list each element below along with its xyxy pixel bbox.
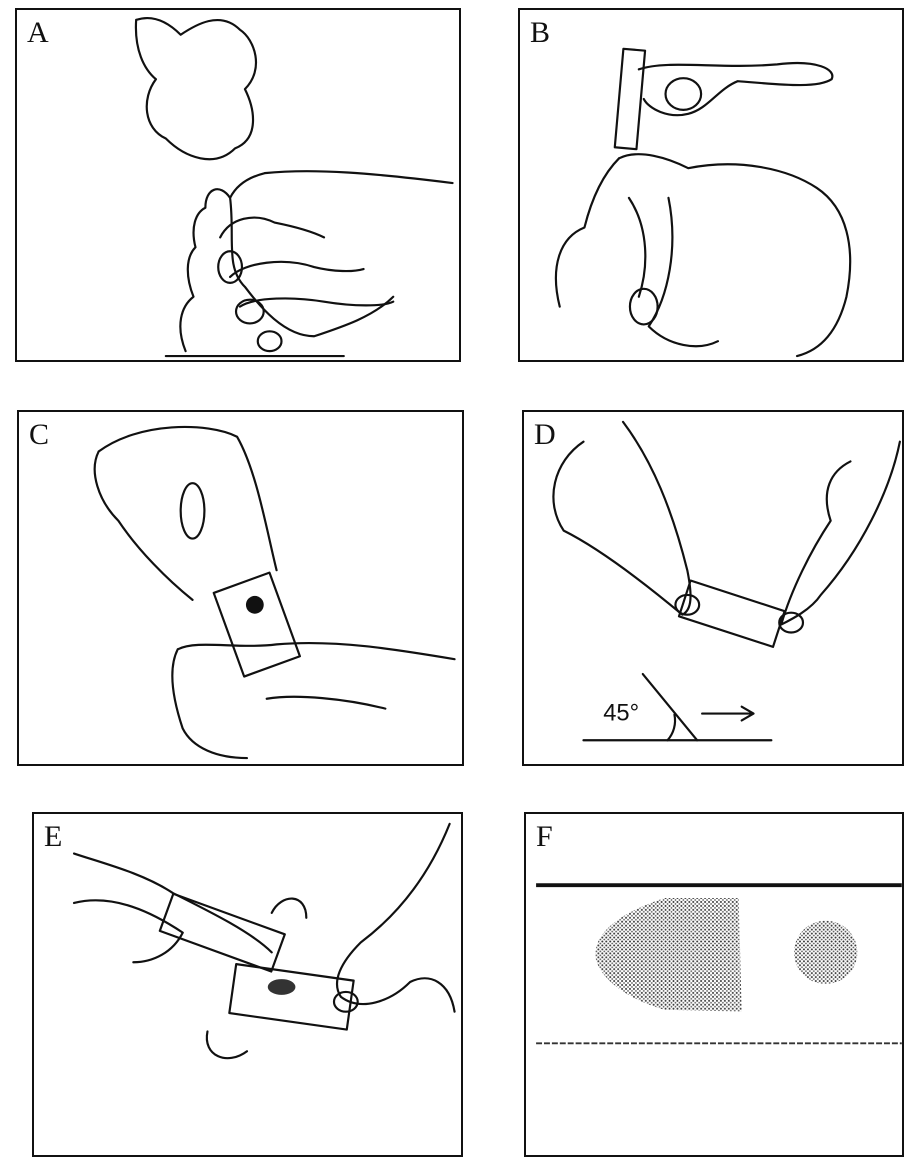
angle-line <box>643 674 697 740</box>
upper-hand <box>95 427 277 600</box>
corner-slide <box>160 894 285 972</box>
thick-smear <box>794 921 857 984</box>
lancet <box>615 49 645 149</box>
smear-spreading-illustration: 45° <box>524 412 902 764</box>
blood-drop-on-slide-illustration <box>19 412 462 764</box>
fingernail-1 <box>218 251 242 283</box>
blood-spot <box>268 979 296 995</box>
upper-hand <box>639 63 833 115</box>
finished-smears-illustration <box>526 814 902 1155</box>
panel-d: D 45° <box>522 410 904 766</box>
angle-label: 45° <box>603 700 639 726</box>
panel-f: F <box>524 812 904 1157</box>
lower-fingernail <box>630 289 658 325</box>
glass-slide <box>214 573 300 677</box>
lower-hand <box>172 643 454 758</box>
rotation-arrow-bottom <box>207 1031 247 1058</box>
lower-hand <box>619 154 850 356</box>
blood-drop <box>246 596 264 614</box>
direction-arrow <box>702 707 753 721</box>
panel-c: C <box>17 410 464 766</box>
hand-with-cotton-swab-illustration <box>17 10 459 360</box>
finger-2 <box>230 262 363 277</box>
angle-arc <box>668 715 676 741</box>
panel-e: E <box>32 812 463 1157</box>
rotation-arrow-top <box>272 899 307 918</box>
cotton-ball <box>136 18 256 159</box>
fingernail-3 <box>258 331 282 351</box>
panel-b: B <box>518 8 904 362</box>
finger-1 <box>220 218 324 238</box>
hand-outline <box>180 171 452 351</box>
lower-fingers <box>556 158 718 346</box>
thin-smear <box>595 898 741 1012</box>
upper-fingernail <box>181 483 205 538</box>
lancet-prick-illustration <box>520 10 902 360</box>
right-fingernail <box>334 992 358 1012</box>
panel-a: A <box>15 8 461 362</box>
upper-thumbnail <box>666 78 702 110</box>
right-hand <box>337 824 455 1012</box>
right-hand <box>781 442 900 625</box>
thick-film-spreading-illustration <box>34 814 461 1155</box>
left-hand <box>74 854 272 963</box>
left-hand <box>553 422 690 615</box>
